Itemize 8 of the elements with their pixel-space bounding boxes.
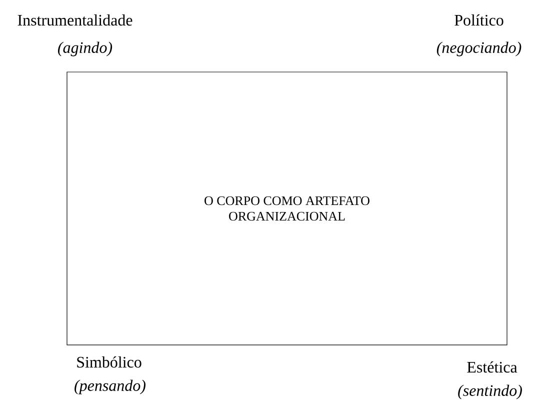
subtitle-text: (agindo) [58,42,112,56]
subtitle-text: (pensando) [74,380,146,394]
corner-label: Político [454,14,504,26]
corner-label: Instrumentalidade [18,14,132,26]
subtitle-text: (negociando) [436,42,522,56]
frame-box: O CORPO COMO ARTEFATO ORGANIZACIONAL [66,72,508,346]
corner-label: Estética [467,361,518,373]
subtitle-text: (sentindo) [458,384,522,400]
